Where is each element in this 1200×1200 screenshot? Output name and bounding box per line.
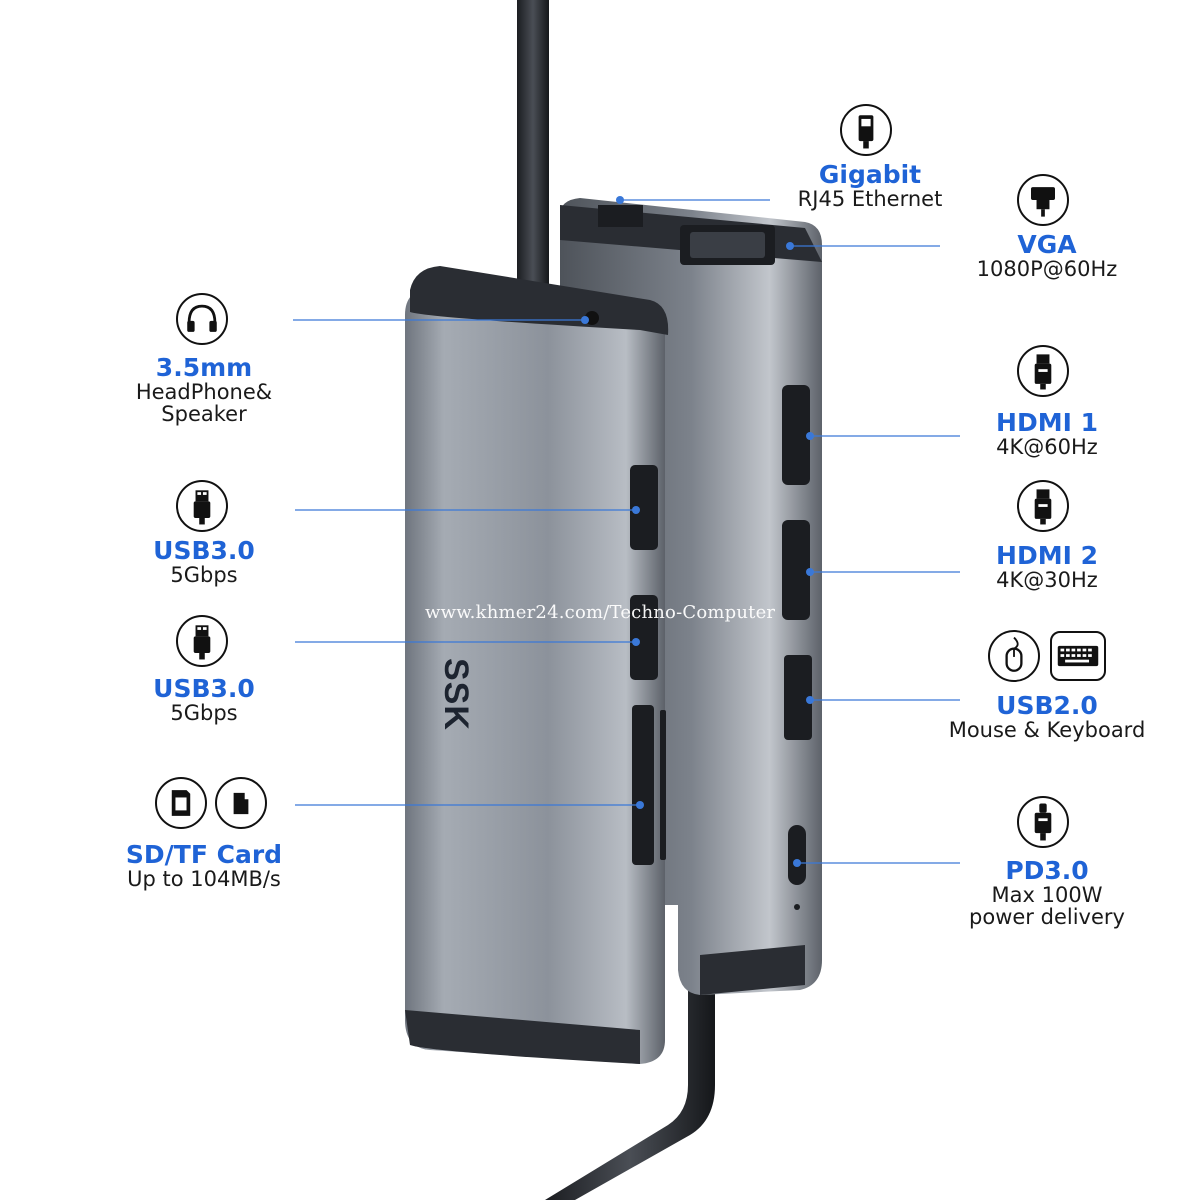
- usb-plug-icon: [176, 480, 228, 532]
- vga-subtitle: 1080P@60Hz: [976, 257, 1118, 282]
- usb3a-subtitle: 5Gbps: [170, 563, 238, 588]
- usb2-label: USB2.0 Mouse & Keyboard: [932, 691, 1162, 743]
- pd-subtitle: Max 100W: [991, 883, 1103, 908]
- sdtf-title: SD/TF Card: [125, 840, 283, 869]
- hdmi1-subtitle: 4K@60Hz: [996, 435, 1098, 460]
- ethernet-plug-icon: [840, 104, 892, 156]
- ethernet-subtitle: RJ45 Ethernet: [797, 187, 943, 212]
- tf-card-icon: [215, 777, 267, 829]
- sd-card-icon: [155, 777, 207, 829]
- hdmi1-title: HDMI 1: [996, 408, 1098, 437]
- vga-plug-icon: [1017, 174, 1069, 226]
- audio-subtitle-2: Speaker: [161, 402, 247, 427]
- pd-subtitle-2: power delivery: [969, 905, 1125, 930]
- leader-lines: [293, 199, 960, 864]
- audio-subtitle: HeadPhone&: [135, 380, 273, 405]
- hdmi2-label: HDMI 2 4K@30Hz: [947, 541, 1147, 593]
- usb3b-label: USB3.0 5Gbps: [104, 674, 304, 726]
- hdmi2-subtitle: 4K@30Hz: [996, 568, 1098, 593]
- ethernet-title: Gigabit: [818, 160, 922, 189]
- sdtf-subtitle: Up to 104MB/s: [127, 867, 281, 892]
- usb-c-plug-icon: [1017, 796, 1069, 848]
- usb2-title: USB2.0: [996, 691, 1098, 720]
- audio-label: 3.5mm HeadPhone& Speaker: [104, 353, 304, 427]
- hdmi-plug-icon: [1017, 480, 1069, 532]
- headphones-icon: [176, 293, 228, 345]
- usb3a-title: USB3.0: [153, 536, 255, 565]
- watermark-text: www.khmer24.com/Techno-Computer: [425, 602, 776, 623]
- hdmi-plug-icon: [1017, 345, 1069, 397]
- brand-logo: SSK: [437, 658, 475, 731]
- hdmi2-title: HDMI 2: [996, 541, 1098, 570]
- pd-label: PD3.0 Max 100W power delivery: [937, 856, 1157, 930]
- pd-title: PD3.0: [1005, 856, 1089, 885]
- usb-plug-icon: [176, 615, 228, 667]
- vga-label: VGA 1080P@60Hz: [947, 230, 1147, 282]
- usb3a-label: USB3.0 5Gbps: [104, 536, 304, 588]
- top-cable: [517, 0, 549, 310]
- bottom-cable: [545, 980, 715, 1200]
- front-unit: [405, 288, 665, 1064]
- sdtf-label: SD/TF Card Up to 104MB/s: [94, 840, 314, 892]
- vga-title: VGA: [1017, 230, 1077, 259]
- hdmi1-label: HDMI 1 4K@60Hz: [947, 408, 1147, 460]
- usb3b-subtitle: 5Gbps: [170, 701, 238, 726]
- audio-title: 3.5mm: [155, 353, 253, 382]
- keyboard-icon: [1050, 631, 1106, 681]
- usb3b-title: USB3.0: [153, 674, 255, 703]
- usb2-subtitle: Mouse & Keyboard: [948, 718, 1146, 743]
- ethernet-label: Gigabit RJ45 Ethernet: [770, 160, 970, 212]
- mouse-icon: [988, 630, 1040, 682]
